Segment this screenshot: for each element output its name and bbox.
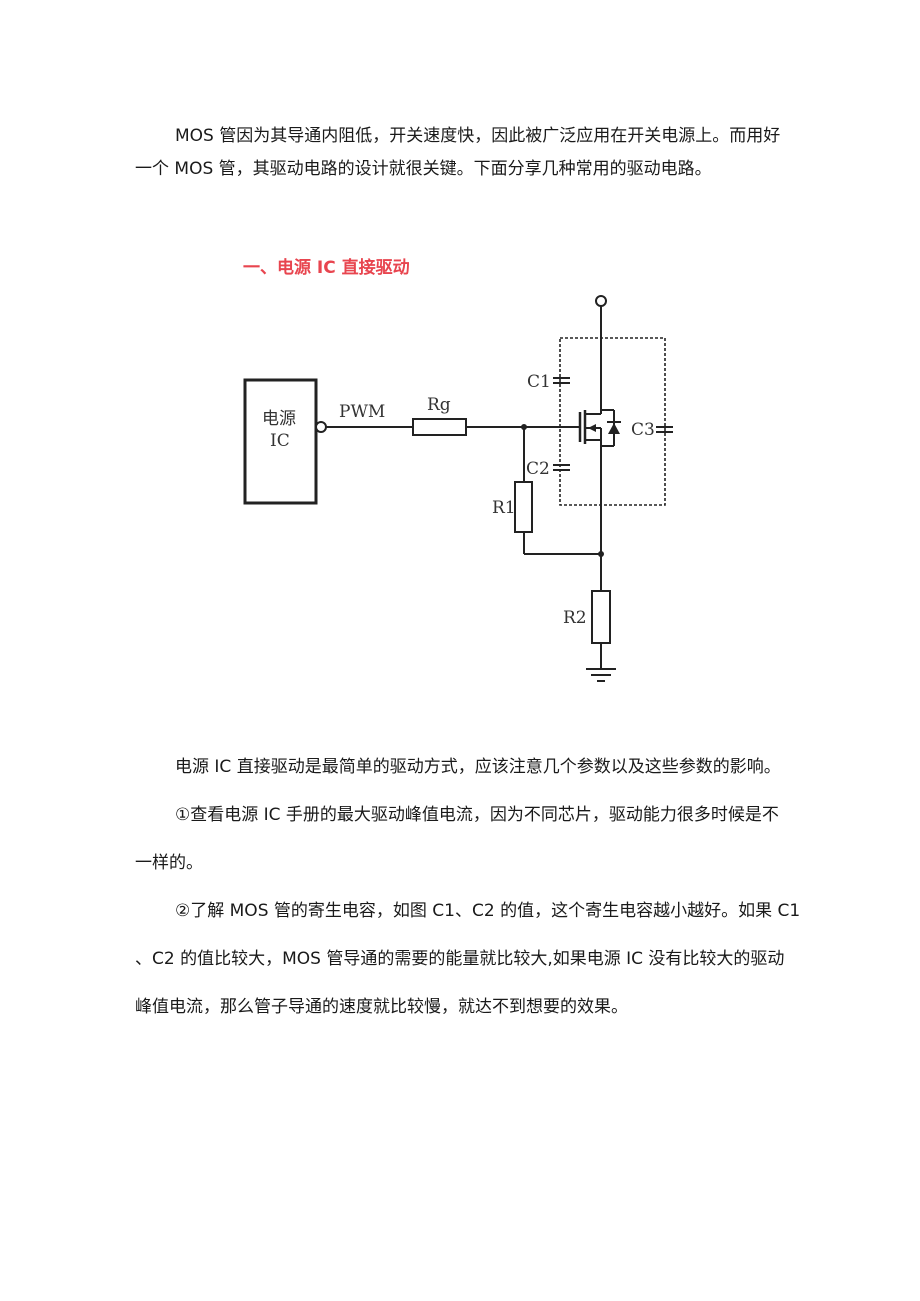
mos-drive-circuit-diagram: 电源 IC PWM Rg R1 R2 C1 C2 C3	[243, 295, 673, 682]
c3-label: C3	[631, 420, 655, 440]
r2-label: R2	[563, 608, 587, 628]
rg-label: Rg	[427, 395, 451, 415]
r1-label: R1	[492, 498, 516, 518]
ic-label-line2: IC	[270, 431, 290, 451]
section-heading: 一、电源 IC 直接驱动	[243, 258, 410, 278]
intro-line-2: 一个 MOS 管，其驱动电路的设计就很关键。下面分享几种常用的驱动电路。	[135, 159, 712, 179]
pwm-label: PWM	[339, 402, 385, 422]
c2-label: C2	[526, 459, 550, 479]
body-paragraph-3-line-2: 、C2 的值比较大，MOS 管导通的需要的能量就比较大,如果电源 IC 没有比较…	[135, 949, 785, 969]
vdd-terminal	[595, 295, 607, 307]
body-paragraph-2-line-1: ①查看电源 IC 手册的最大驱动峰值电流，因为不同芯片，驱动能力很多时候是不	[175, 805, 779, 825]
r1-resistor	[514, 481, 533, 533]
r2-resistor	[591, 590, 611, 644]
ic-label-line1: 电源	[262, 409, 296, 429]
intro-line-1: MOS 管因为其导通内阻低，开关速度快，因此被广泛应用在开关电源上。而用好	[175, 126, 781, 146]
body-paragraph-3-line-3: 峰值电流，那么管子导通的速度就比较慢，就达不到想要的效果。	[135, 997, 628, 1017]
c1-label: C1	[527, 372, 551, 392]
body-paragraph-2-line-2: 一样的。	[135, 853, 203, 873]
rg-resistor	[412, 418, 467, 436]
body-paragraph-1: 电源 IC 直接驱动是最简单的驱动方式，应该注意几个参数以及这些参数的影响。	[175, 757, 781, 777]
power-ic-block	[243, 378, 318, 505]
body-paragraph-3-line-1: ②了解 MOS 管的寄生电容，如图 C1、C2 的值，这个寄生电容越小越好。如果…	[175, 901, 801, 921]
